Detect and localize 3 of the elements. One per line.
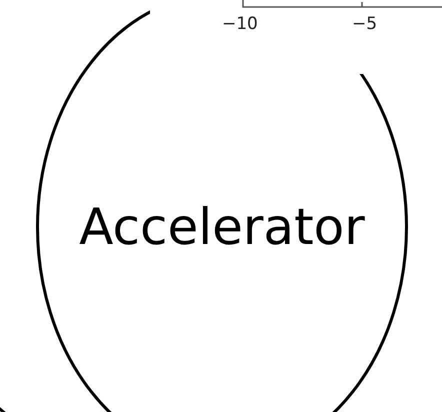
axis-tick-label: −10 xyxy=(222,14,258,34)
axis-tick-label: −5 xyxy=(352,14,378,34)
node-label: Accelerator xyxy=(79,198,365,256)
